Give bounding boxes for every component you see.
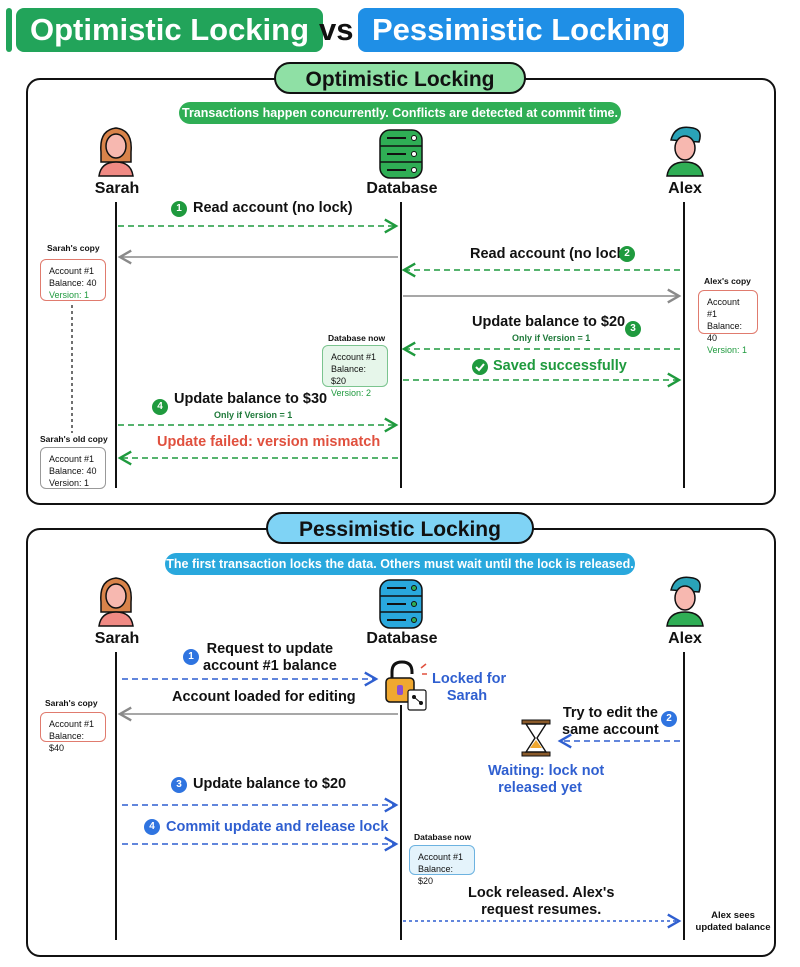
waiting-line1: Waiting: lock not <box>488 763 605 779</box>
actor-database: Database <box>366 630 438 647</box>
locked-line2: Sarah <box>446 688 488 704</box>
alex-avatar-icon <box>663 572 707 633</box>
db-now-caption: Database now <box>328 333 386 343</box>
sarah-copy-version: Version: 1 <box>49 290 90 300</box>
step-1-label: Request to update account #1 balance <box>203 641 337 675</box>
sarah-old-balance: Balance: 40 <box>49 466 97 476</box>
sarah-copy-box: Account #1 Balance: $40 <box>40 712 106 753</box>
title-pessimistic: Pessimistic Locking <box>358 8 685 52</box>
optimistic-banner: Transactions happen concurrently. Confli… <box>179 102 621 124</box>
step-2-label: Try to edit the same account <box>562 705 659 739</box>
actor-database: Database <box>366 180 438 197</box>
check-icon <box>472 359 488 380</box>
alex-copy-account: Account #1 <box>707 297 740 319</box>
step-1-line2: account #1 balance <box>203 658 337 674</box>
step-2-badge: 2 <box>619 246 635 262</box>
alex-avatar-icon <box>663 122 707 183</box>
database-lifeline <box>400 705 402 940</box>
step-1-badge: 1 <box>183 649 199 665</box>
db-now-account: Account #1 <box>331 352 377 362</box>
saved-message: Saved successfully <box>493 358 627 374</box>
database-lifeline <box>400 202 402 488</box>
pessimistic-heading: Pessimistic Locking <box>266 512 534 544</box>
sarah-avatar-icon <box>95 572 137 633</box>
sarah-old-box: Account #1 Balance: 40 Version: 1 <box>40 447 106 489</box>
title-accent-bar <box>6 8 12 52</box>
sarah-old-caption: Sarah's old copy <box>40 434 108 444</box>
sarah-lifeline <box>115 652 117 940</box>
released-line1: Lock released. Alex's <box>468 885 615 901</box>
pessimistic-banner: The first transaction locks the data. Ot… <box>165 553 635 575</box>
sarah-old-account: Account #1 <box>49 454 95 464</box>
waiting-status: Waiting: lock not released yet <box>488 763 605 797</box>
alex-copy-version: Version: 1 <box>707 345 748 355</box>
step-3-label: Update balance to $20 <box>472 314 626 330</box>
step-4-badge: 4 <box>152 399 168 415</box>
actor-alex: Alex <box>668 180 702 197</box>
step-3-label: Update balance to $20 <box>193 776 347 792</box>
sarah-copy-caption: Sarah's copy <box>45 698 98 708</box>
title-optimistic: Optimistic Locking <box>16 8 324 52</box>
actor-alex: Alex <box>668 630 702 647</box>
db-now-balance: Balance: $20 <box>331 364 367 386</box>
sarah-copy-balance: Balance: $40 <box>49 731 85 753</box>
step-3-condition: Only if Version = 1 <box>512 333 591 343</box>
optimistic-heading: Optimistic Locking <box>274 62 526 94</box>
sarah-copy-account: Account #1 <box>49 266 95 276</box>
step-4-label: Commit update and release lock <box>166 819 389 835</box>
db-now-box: Account #1 Balance: $20 <box>409 845 475 886</box>
db-now-balance: Balance: $20 <box>418 864 454 886</box>
sarah-copy-caption: Sarah's copy <box>47 243 100 253</box>
lock-icon <box>384 660 428 717</box>
database-icon <box>378 128 424 185</box>
step-2-badge: 2 <box>661 711 677 727</box>
alex-sees-line1: Alex sees <box>711 910 755 921</box>
sarah-copy-balance: Balance: 40 <box>49 278 97 288</box>
loaded-label: Account loaded for editing <box>172 689 356 705</box>
step-2-line2: same account <box>562 722 659 738</box>
released-message: Lock released. Alex's request resumes. <box>468 885 614 919</box>
alex-sees-note: Alex sees updated balance <box>688 910 778 934</box>
alex-lifeline <box>683 202 685 488</box>
waiting-line2: released yet <box>498 780 582 796</box>
step-2-label: Read account (no lock) <box>470 246 630 262</box>
alex-copy-balance: Balance: 40 <box>707 321 743 343</box>
sarah-lifeline <box>115 202 117 488</box>
step-4-badge: 4 <box>144 819 160 835</box>
step-4-condition: Only if Version = 1 <box>214 410 293 420</box>
sarah-copy-account: Account #1 <box>49 719 95 729</box>
released-line2: request resumes. <box>481 902 602 918</box>
locked-line1: Locked for <box>432 671 507 687</box>
db-now-version: Version: 2 <box>331 388 372 398</box>
step-2-line1: Try to edit the <box>562 705 658 721</box>
actor-sarah: Sarah <box>94 630 140 647</box>
step-3-badge: 3 <box>171 777 187 793</box>
step-3-badge: 3 <box>625 321 641 337</box>
step-1-badge: 1 <box>171 201 187 217</box>
failed-message: Update failed: version mismatch <box>157 434 381 450</box>
title-vs: vs <box>319 12 354 47</box>
step-4-label: Update balance to $30 <box>174 391 328 407</box>
db-now-box: Account #1 Balance: $20 Version: 2 <box>322 345 388 398</box>
db-now-account: Account #1 <box>418 852 464 862</box>
db-now-caption: Database now <box>414 832 472 842</box>
actor-sarah: Sarah <box>94 180 140 197</box>
alex-copy-box: Account #1 Balance: 40 Version: 1 <box>698 290 758 355</box>
step-1-label: Read account (no lock) <box>193 200 353 216</box>
alex-copy-caption: Alex's copy <box>704 276 751 286</box>
database-icon <box>378 578 424 635</box>
hourglass-icon <box>520 718 552 763</box>
alex-lifeline <box>683 652 685 940</box>
sarah-avatar-icon <box>95 122 137 183</box>
sarah-copy-box: Account #1 Balance: 40 Version: 1 <box>40 259 106 301</box>
locked-status: Locked for Sarah <box>432 671 507 705</box>
sarah-old-version: Version: 1 <box>49 478 90 488</box>
step-1-line1: Request to update <box>206 641 334 657</box>
alex-sees-line2: updated balance <box>695 922 771 933</box>
